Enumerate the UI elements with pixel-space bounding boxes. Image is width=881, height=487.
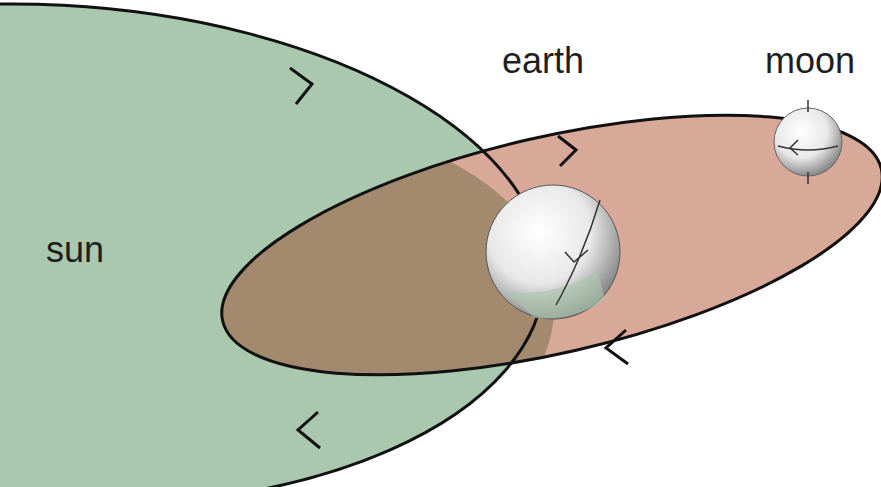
body-label: moon <box>765 43 855 79</box>
earth-sphere <box>486 185 620 319</box>
earth-shadow <box>503 272 605 319</box>
body-label: earth <box>502 43 584 79</box>
moon-axis <box>778 100 838 184</box>
earth-orbit <box>198 64 881 427</box>
direction-arrows <box>290 68 628 448</box>
body-label: sun <box>46 232 104 268</box>
orbit-overlap <box>198 64 881 427</box>
earth-orbit-fill <box>198 64 881 427</box>
sun-orbit <box>0 0 557 487</box>
moon-sphere <box>774 108 842 176</box>
earth-axis <box>556 200 600 305</box>
